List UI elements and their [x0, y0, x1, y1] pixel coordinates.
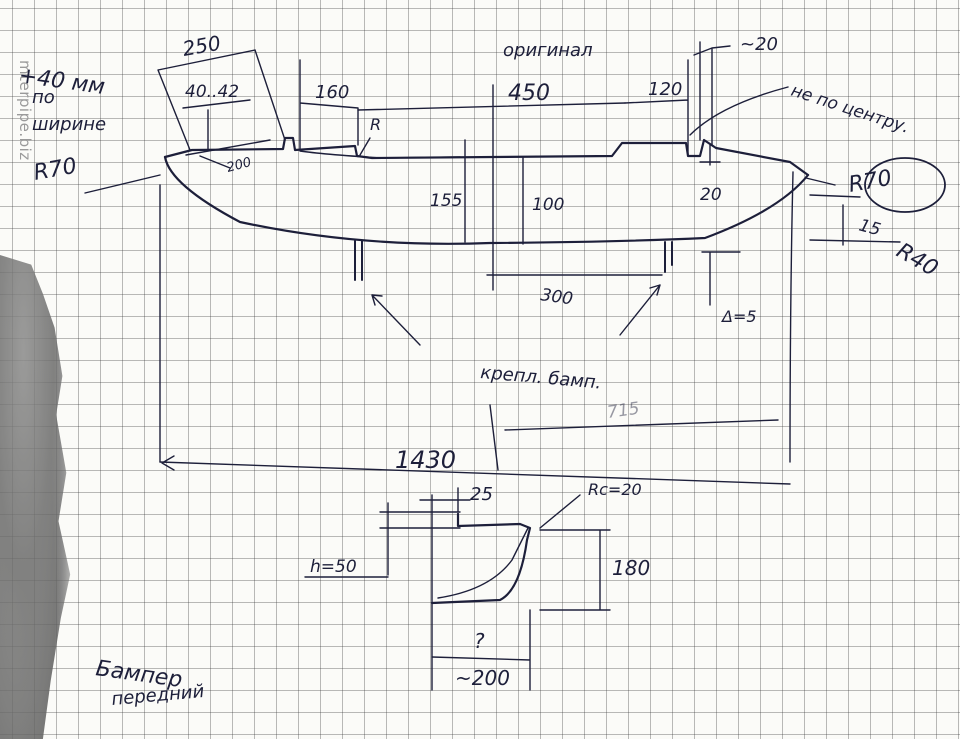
label-dim-120: 120: [648, 79, 682, 100]
label-dim-715: 715: [606, 399, 641, 423]
label-width-po: по: [32, 87, 55, 108]
label-width-plus: +40 мм: [17, 63, 106, 100]
label-dim-20-top: ~20: [740, 34, 778, 55]
label-dim-300: 300: [539, 285, 574, 309]
label-r70-right: R70: [847, 166, 894, 198]
label-r40: R40: [892, 239, 942, 282]
dimension-lines-top: [84, 41, 901, 485]
profile-section: [304, 487, 611, 691]
r70-circle: [864, 157, 946, 213]
label-delta-5: Δ=5: [720, 307, 757, 326]
label-peredniy: передний: [111, 681, 206, 710]
label-dim-180: 180: [612, 556, 650, 580]
label-dim-200-bottom: ~200: [455, 666, 510, 690]
label-dim-155: 155: [430, 191, 462, 211]
label-h-50: h=50: [310, 557, 357, 577]
label-width-shirine: ширине: [32, 114, 106, 135]
label-dim-450: 450: [508, 81, 550, 106]
label-ne-po-centru: не по центру.: [788, 81, 911, 138]
label-question: ?: [474, 629, 485, 653]
mount-tabs: [354, 240, 673, 281]
label-kreplenie: крепл. бамп.: [480, 362, 603, 393]
label-dim-250: 250: [181, 31, 223, 61]
label-r-small: R: [370, 115, 381, 134]
label-dim-160: 160: [315, 82, 349, 103]
label-dim-200-small: 200: [225, 155, 253, 176]
label-dim-15: 15: [857, 216, 883, 241]
label-dim-100: 100: [532, 195, 564, 215]
label-dim-40-42: 40..42: [185, 82, 239, 102]
label-original: оригинал: [503, 40, 593, 61]
label-dim-1430: 1430: [395, 446, 456, 474]
label-dim-20-right: 20: [700, 185, 722, 205]
label-dim-25: 25: [470, 484, 493, 505]
label-rc-20: Rc=20: [588, 480, 642, 499]
label-r70-left: R70: [32, 154, 79, 186]
labels: +40 мм по ширине 250 40..42 160 450 120 …: [17, 31, 942, 710]
